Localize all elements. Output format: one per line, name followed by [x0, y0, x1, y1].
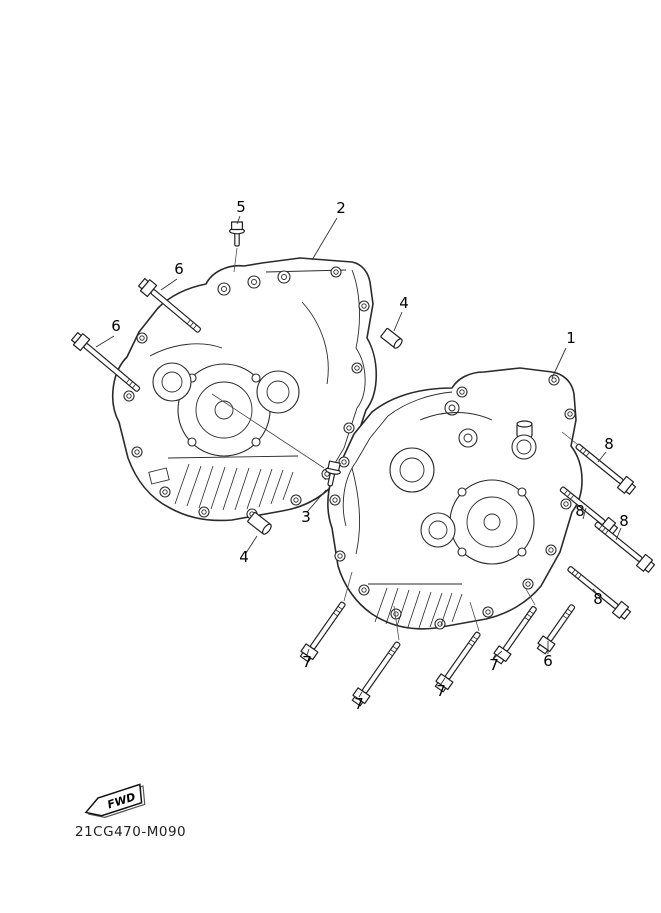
collar-4-lower	[247, 511, 272, 535]
callout-6-1: 6	[174, 260, 184, 278]
callout-7-1: 7	[302, 653, 312, 671]
callout-4-1: 4	[399, 294, 409, 312]
callout-5: 5	[236, 198, 246, 216]
callout-8-4: 8	[593, 590, 603, 608]
callout-8-1: 8	[604, 435, 614, 453]
bolt-7-4	[492, 606, 537, 665]
bolt-8-1	[575, 443, 637, 495]
callout-2: 2	[336, 199, 346, 217]
callout-1: 1	[566, 329, 576, 347]
bolt-6-upper-2	[70, 332, 141, 392]
fwd-direction-flag: FWD	[84, 783, 146, 818]
bolt-5	[228, 221, 246, 247]
bolt-8-3	[594, 521, 656, 573]
bolt-7-1	[299, 601, 346, 663]
bolt-3	[325, 460, 341, 487]
drawing-code: 21CG470-M090	[75, 824, 186, 840]
bolt-6-lower	[536, 604, 576, 655]
callout-6-2: 6	[111, 317, 121, 335]
left-crankcase-half	[112, 257, 377, 522]
right-crankcase-half	[327, 367, 583, 630]
bolt-7-3	[434, 631, 481, 693]
callout-8-2: 8	[575, 502, 585, 520]
fasteners	[70, 221, 656, 707]
bolt-6-upper-1	[137, 278, 202, 333]
callout-7-3: 7	[436, 682, 446, 700]
collar-4-upper	[380, 327, 403, 349]
bolt-7-2	[351, 641, 401, 707]
leader-lines	[95, 215, 622, 698]
callout-6-3: 6	[543, 652, 553, 670]
callout-7-2: 7	[354, 695, 364, 713]
bolt-8-4	[567, 566, 632, 620]
callout-labels: 5 2 6 6 4 1 8 8 8 3 4 8 6 7 7 7 7	[111, 198, 629, 713]
callout-8-3: 8	[619, 512, 629, 530]
callout-7-4: 7	[489, 656, 499, 674]
callout-3: 3	[301, 508, 311, 526]
oil-filler-boss	[511, 420, 537, 460]
callout-4-2: 4	[239, 548, 249, 566]
